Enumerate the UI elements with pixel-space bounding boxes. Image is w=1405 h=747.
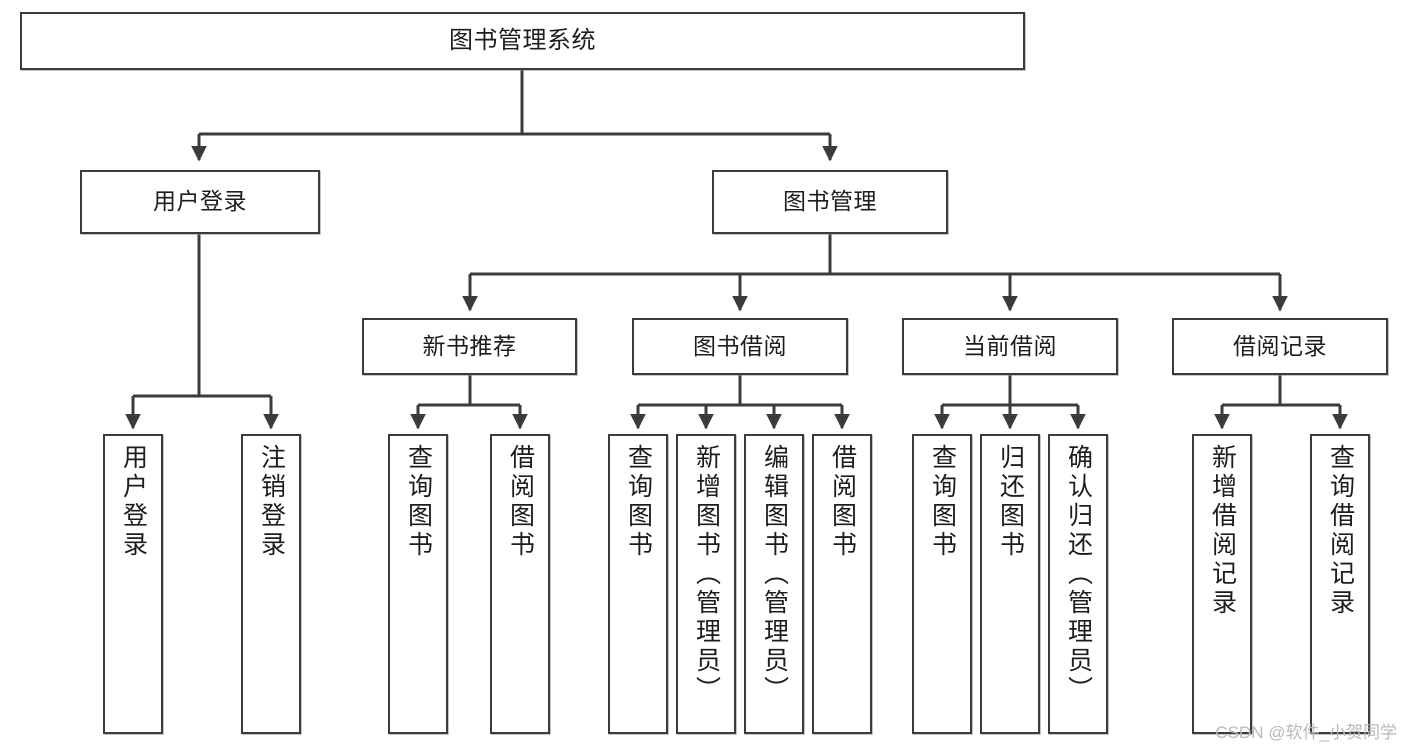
leaf-new-book-query[interactable]: 查询图书 bbox=[388, 434, 448, 734]
node-label: 借阅记录 bbox=[1233, 332, 1327, 359]
leaf-user-login-logout[interactable]: 注销登录 bbox=[241, 434, 301, 734]
node-label: 注销登录 bbox=[257, 444, 286, 560]
node-label: 新书推荐 bbox=[422, 332, 517, 359]
node-label: 借阅图书 bbox=[828, 444, 857, 560]
node-label: 查询图书 bbox=[624, 444, 653, 560]
node-label: 查询图书 bbox=[404, 444, 433, 560]
node-current-borrow[interactable]: 当前借阅 bbox=[902, 318, 1118, 375]
node-borrow-records[interactable]: 借阅记录 bbox=[1172, 318, 1388, 375]
leaf-current-confirm-return-admin[interactable]: 确认归还（管理员） bbox=[1048, 434, 1108, 734]
leaf-current-return-book[interactable]: 归还图书 bbox=[980, 434, 1040, 734]
leaf-borrow-query-book[interactable]: 查询图书 bbox=[608, 434, 668, 734]
node-label: 借阅图书 bbox=[506, 444, 535, 560]
leaf-borrow-add-book-admin[interactable]: 新增图书（管理员） bbox=[676, 434, 736, 734]
node-label: 新增图书（管理员） bbox=[692, 444, 721, 705]
node-book-borrow[interactable]: 图书借阅 bbox=[632, 318, 848, 375]
leaf-records-add-record[interactable]: 新增借阅记录 bbox=[1192, 434, 1252, 734]
leaf-records-query-record[interactable]: 查询借阅记录 bbox=[1310, 434, 1370, 734]
node-label: 图书管理 bbox=[783, 188, 877, 215]
node-label: 用户登录 bbox=[153, 188, 247, 215]
node-root-system[interactable]: 图书管理系统 bbox=[20, 12, 1025, 70]
node-book-management[interactable]: 图书管理 bbox=[712, 170, 948, 234]
csdn-watermark: CSDN @软件_小贺同学 bbox=[1215, 723, 1397, 742]
node-label: 查询借阅记录 bbox=[1326, 444, 1355, 618]
leaf-new-book-borrow[interactable]: 借阅图书 bbox=[490, 434, 550, 734]
node-label: 图书管理系统 bbox=[449, 26, 596, 54]
leaf-borrow-borrow-book[interactable]: 借阅图书 bbox=[812, 434, 872, 734]
node-user-login[interactable]: 用户登录 bbox=[80, 170, 320, 234]
node-label: 新增借阅记录 bbox=[1208, 444, 1237, 618]
node-label: 用户登录 bbox=[119, 444, 148, 560]
node-label: 图书借阅 bbox=[693, 332, 787, 359]
node-label: 查询图书 bbox=[928, 444, 957, 560]
node-label: 归还图书 bbox=[996, 444, 1025, 560]
node-label: 当前借阅 bbox=[963, 332, 1057, 359]
node-label: 确认归还（管理员） bbox=[1064, 444, 1093, 705]
leaf-current-query-book[interactable]: 查询图书 bbox=[912, 434, 972, 734]
leaf-borrow-edit-book-admin[interactable]: 编辑图书（管理员） bbox=[744, 434, 804, 734]
node-new-book-recommend[interactable]: 新书推荐 bbox=[362, 318, 577, 375]
leaf-user-login-login[interactable]: 用户登录 bbox=[103, 434, 163, 734]
node-label: 编辑图书（管理员） bbox=[760, 444, 789, 705]
